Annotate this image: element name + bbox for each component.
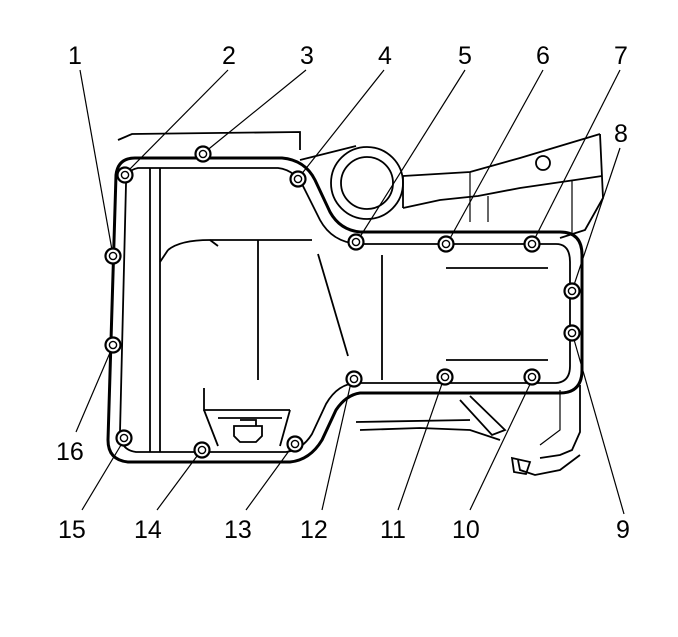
callout-12: 12 [300,516,328,544]
bolt-13 [286,435,304,453]
bolt-7 [523,235,541,253]
engine-block-outline [117,131,604,476]
callout-7: 7 [614,42,628,70]
bolt-14 [193,441,211,459]
bolt-1 [104,247,122,265]
callout-2: 2 [222,42,236,70]
callout-10: 10 [452,516,480,544]
callout-3: 3 [300,42,314,70]
bolt-11 [436,368,454,386]
bolt-9 [563,324,581,342]
callout-8: 8 [614,120,628,148]
callout-14: 14 [134,516,162,544]
bolt-5 [347,233,365,251]
bolt-6 [437,235,455,253]
callout-5: 5 [458,42,472,70]
callout-15: 15 [58,516,86,544]
bolt-16 [104,336,122,354]
callout-13: 13 [224,516,252,544]
bolt-3 [194,145,212,163]
drain-plug [233,419,263,443]
bolt-2 [116,166,134,184]
callout-9: 9 [616,516,630,544]
bolt-4 [289,170,307,188]
callout-6: 6 [536,42,550,70]
bolt-10 [523,368,541,386]
callout-4: 4 [378,42,392,70]
callout-labels: 1 2 3 4 5 6 7 8 9 10 11 12 13 14 15 16 [56,42,630,544]
bolt-15 [115,429,133,447]
leader-lines [75,69,625,515]
bolts [104,145,581,459]
oil-pan-flange-outer [106,156,584,464]
callout-1: 1 [68,42,82,70]
bolt-8 [563,282,581,300]
callout-11: 11 [380,516,406,544]
bolt-12 [345,370,363,388]
callout-16: 16 [56,438,84,466]
